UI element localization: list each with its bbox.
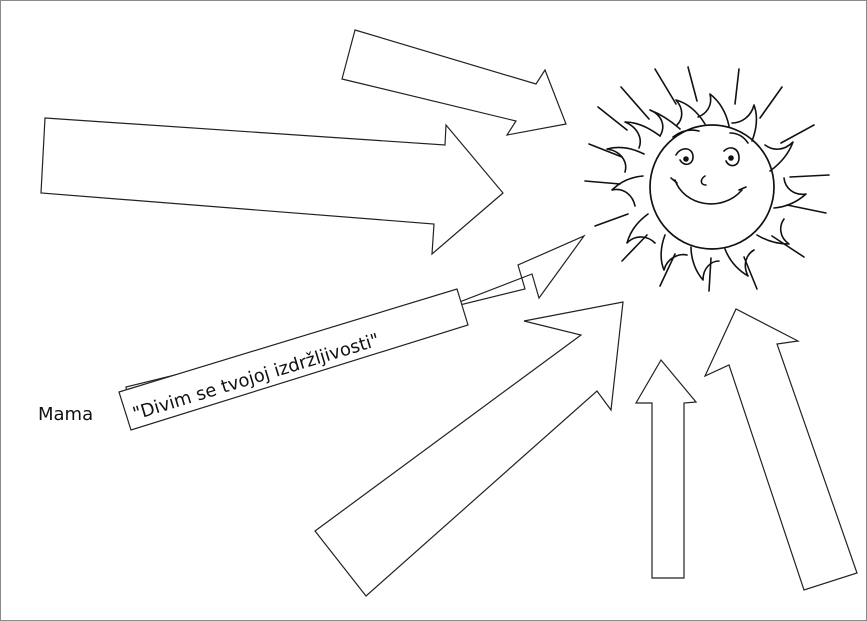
sun-ray: [688, 67, 697, 101]
sun-ray: [691, 247, 719, 280]
sun-ray: [774, 178, 806, 208]
sun-ray: [589, 144, 622, 157]
sun-ray: [585, 181, 620, 184]
sun-ray: [772, 236, 804, 257]
sun-ray: [660, 254, 675, 286]
message-note: "Divim se tvojoj izdržljivosti": [119, 289, 468, 430]
left-pupil: [683, 156, 689, 162]
sun-ray: [709, 258, 711, 291]
sun-ray: [790, 175, 829, 177]
sun-ray: [781, 125, 814, 143]
sun-face: [650, 125, 774, 249]
sun-ray: [760, 87, 782, 118]
sun-ray: [598, 107, 627, 130]
arrow-icon: [41, 118, 503, 254]
arrow-icon: [636, 360, 696, 578]
author-label: Mama: [38, 404, 93, 425]
sun-ray: [607, 147, 644, 172]
sun-ray: [612, 176, 643, 206]
sun-ray: [627, 214, 655, 243]
sun-icon: [585, 67, 829, 291]
right-pupil: [728, 155, 734, 161]
sun-ray: [621, 87, 649, 119]
arrow-icon: [342, 30, 566, 135]
sun-ray: [787, 205, 826, 213]
sun-ray: [676, 100, 705, 125]
sun-ray: [655, 69, 676, 104]
sun-ray: [595, 214, 628, 226]
sun-ray: [735, 69, 739, 104]
sun-ray: [625, 122, 660, 148]
arrow-icon: [705, 309, 857, 590]
